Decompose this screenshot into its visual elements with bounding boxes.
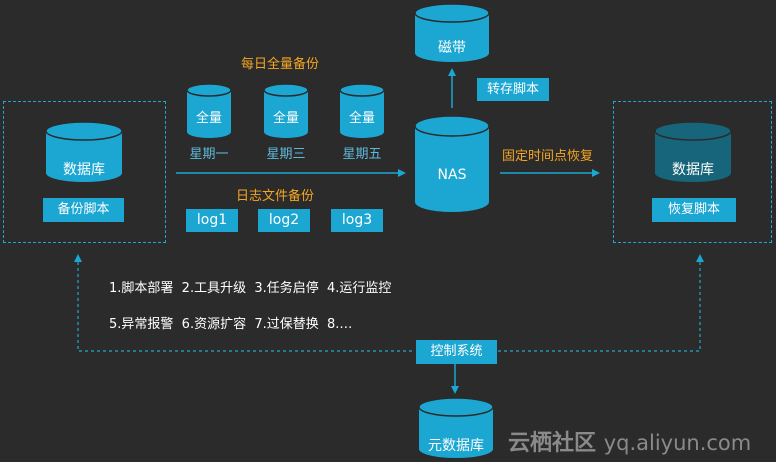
backup-script-tag: 备份脚本 bbox=[43, 198, 124, 222]
right-panel bbox=[613, 101, 772, 243]
full-backup-cylinder-1: 全量 bbox=[185, 83, 233, 139]
control-features-line-1: 1.脚本部署 2.工具升级 3.任务启停 4.运行监控 bbox=[109, 281, 392, 296]
tape-cylinder: 磁带 bbox=[413, 3, 491, 63]
control-line-left bbox=[74, 254, 412, 352]
right-database-label: 数据库 bbox=[672, 162, 714, 178]
left-database-cylinder: 数据库 bbox=[44, 121, 124, 183]
log-tag-3: log3 bbox=[331, 209, 383, 232]
meta-database-label: 元数据库 bbox=[428, 438, 484, 454]
full-backup-label-2: 全量 bbox=[272, 111, 299, 126]
day-label-2: 星期三 bbox=[266, 147, 306, 162]
tape-label: 磁带 bbox=[438, 40, 466, 56]
left-database-label: 数据库 bbox=[63, 162, 105, 178]
full-backup-cylinder-3: 全量 bbox=[338, 83, 386, 139]
day-label-3: 星期五 bbox=[342, 147, 382, 162]
log-backup-title: 日志文件备份 bbox=[236, 189, 315, 204]
daily-backup-title: 每日全量备份 bbox=[241, 57, 320, 72]
full-backup-cylinder-2: 全量 bbox=[262, 83, 310, 139]
full-backup-label-3: 全量 bbox=[348, 111, 375, 126]
meta-database-cylinder: 元数据库 bbox=[417, 397, 495, 459]
day-label-1: 星期一 bbox=[189, 147, 229, 162]
nas-label: NAS bbox=[437, 167, 467, 183]
watermark: 云栖社区 yq.aliyun.com bbox=[508, 425, 751, 457]
control-system-tag: 控制系统 bbox=[416, 340, 497, 364]
restore-script-tag: 恢复脚本 bbox=[652, 198, 736, 222]
transfer-script-tag: 转存脚本 bbox=[477, 78, 549, 101]
restore-point-label: 固定时间点恢复 bbox=[502, 149, 594, 164]
log-tag-1: log1 bbox=[186, 209, 238, 232]
control-line-right bbox=[498, 254, 704, 352]
watermark-domain: yq.aliyun.com bbox=[603, 431, 752, 455]
full-backup-label-1: 全量 bbox=[195, 111, 222, 126]
log-tag-2: log2 bbox=[258, 209, 310, 232]
control-features-line-2: 5.异常报警 6.资源扩容 7.过保替换 8.… bbox=[109, 317, 353, 332]
left-panel bbox=[3, 101, 166, 243]
watermark-brand: 云栖社区 bbox=[508, 431, 597, 456]
right-database-cylinder: 数据库 bbox=[653, 121, 733, 183]
nas-cylinder: NAS bbox=[413, 114, 491, 214]
